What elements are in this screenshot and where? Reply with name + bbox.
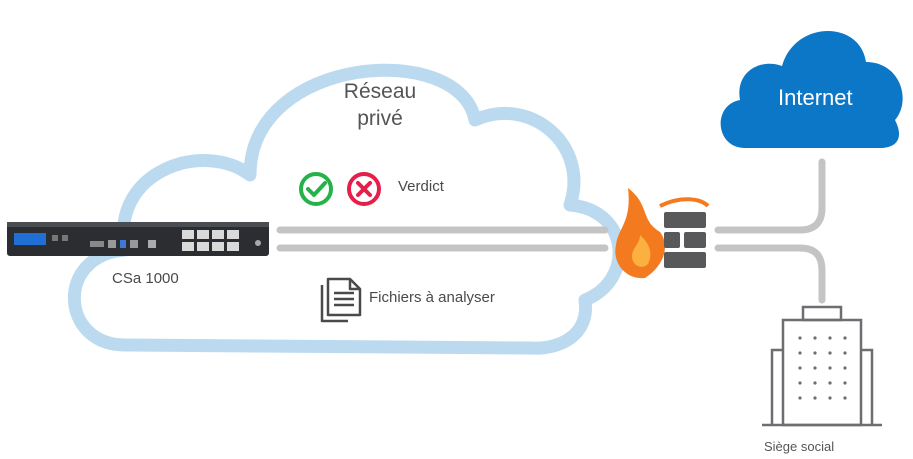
internet-label: Internet (778, 85, 853, 110)
documents-icon (320, 277, 362, 323)
private-network-title: Réseau privé (300, 78, 460, 132)
line-to-internet (714, 158, 826, 234)
check-circle-icon (299, 172, 333, 206)
private-network-title-line1: Réseau (343, 80, 417, 103)
files-label: Fichiers à analyser (369, 289, 495, 306)
building-windows (798, 336, 847, 400)
line-to-headquarters (714, 244, 826, 304)
headquarters-label: Siège social (764, 439, 835, 454)
private-network-title-line2: privé (357, 107, 403, 130)
firewall-icon (615, 188, 710, 279)
connection-lines (276, 158, 826, 304)
verdict-label: Verdict (398, 178, 444, 195)
csa-appliance (7, 222, 269, 256)
x-circle-icon (347, 172, 381, 206)
building-icon (762, 305, 882, 427)
internet-cloud (720, 30, 903, 148)
device-label: CSa 1000 (112, 270, 179, 287)
